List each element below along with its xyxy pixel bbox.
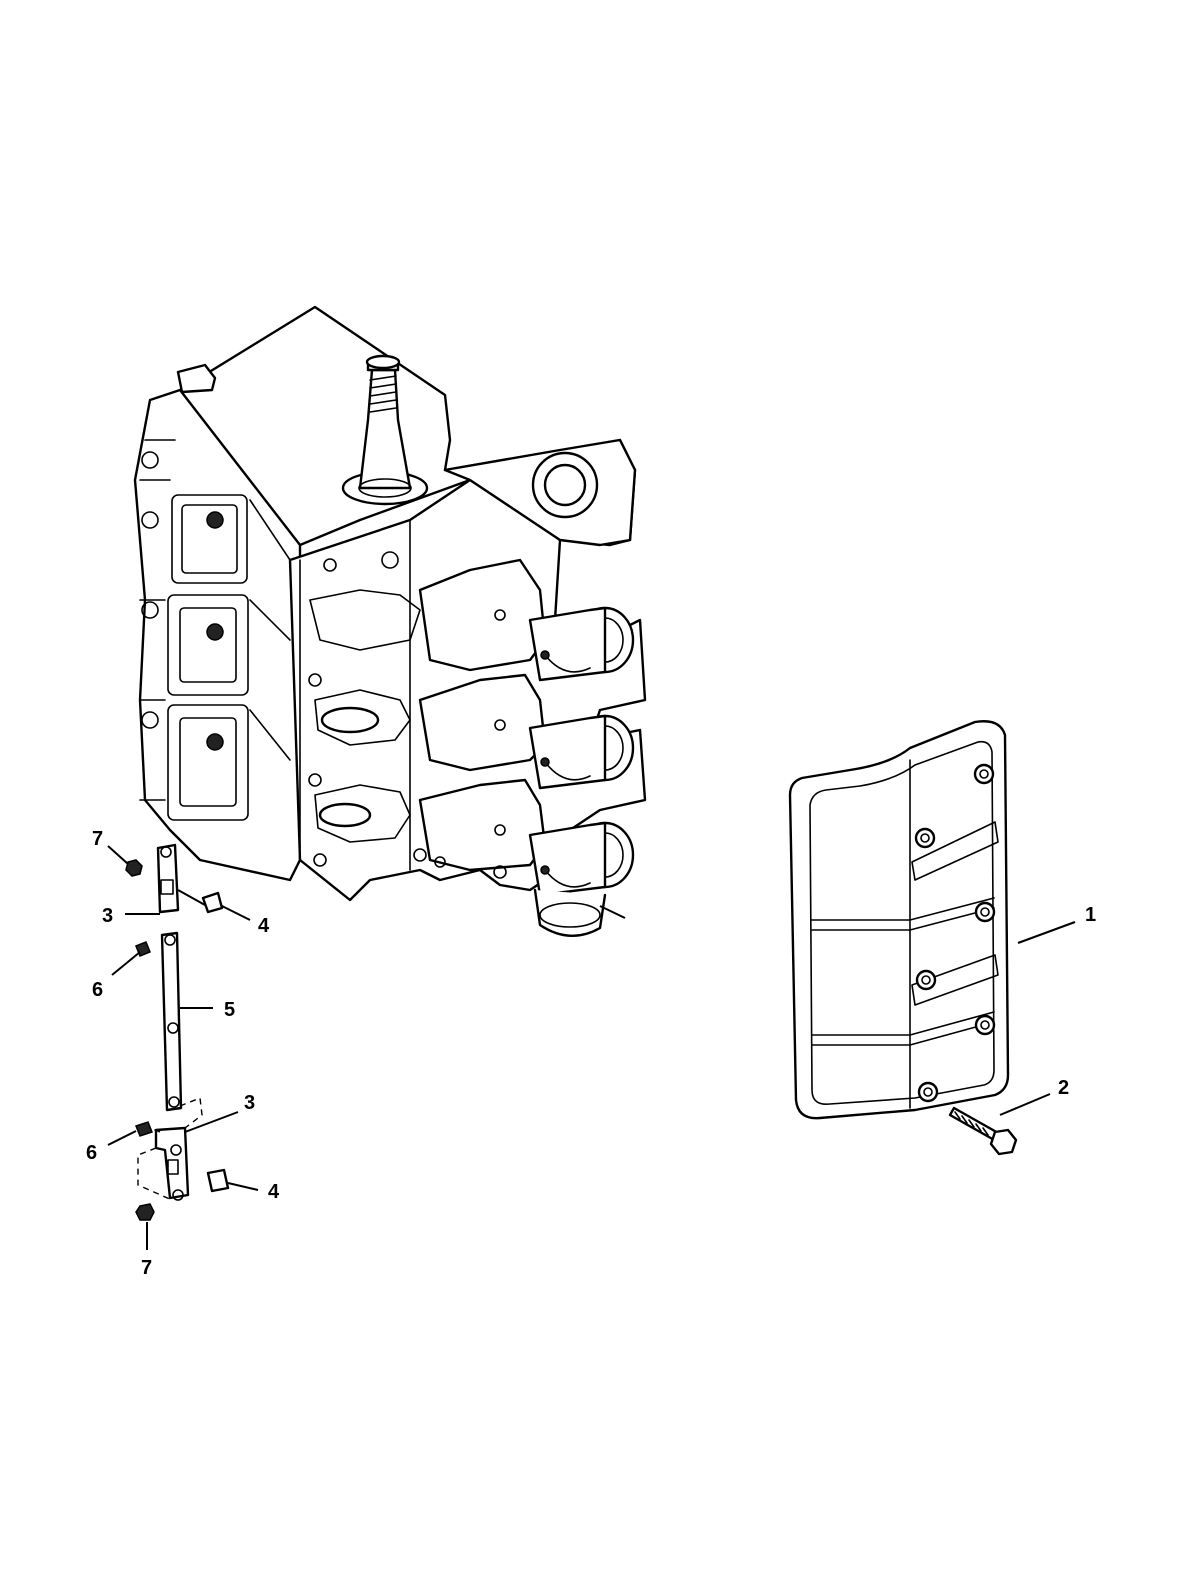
callout-4-lower: 4 [268,1181,280,1203]
callout-7-lower: 7 [141,1257,152,1279]
callout-3-upper: 3 [102,905,113,927]
callouts: 7 3 4 6 5 3 6 4 7 1 2 [86,828,1096,1279]
cover-bolt-holes [914,763,996,1103]
callout-6-lower: 6 [86,1142,97,1164]
throttle-link [125,843,230,1221]
callout-1: 1 [1085,904,1096,926]
callout-7-upper: 7 [92,828,103,850]
callout-6-upper: 6 [92,979,103,1001]
callout-4-upper: 4 [258,915,270,937]
cover-plate [788,720,1010,1120]
engine-block [133,305,647,938]
callout-3-lower: 3 [244,1092,255,1114]
cover-bolt [948,1106,1018,1156]
callout-2: 2 [1058,1077,1069,1099]
callout-5: 5 [224,999,235,1021]
